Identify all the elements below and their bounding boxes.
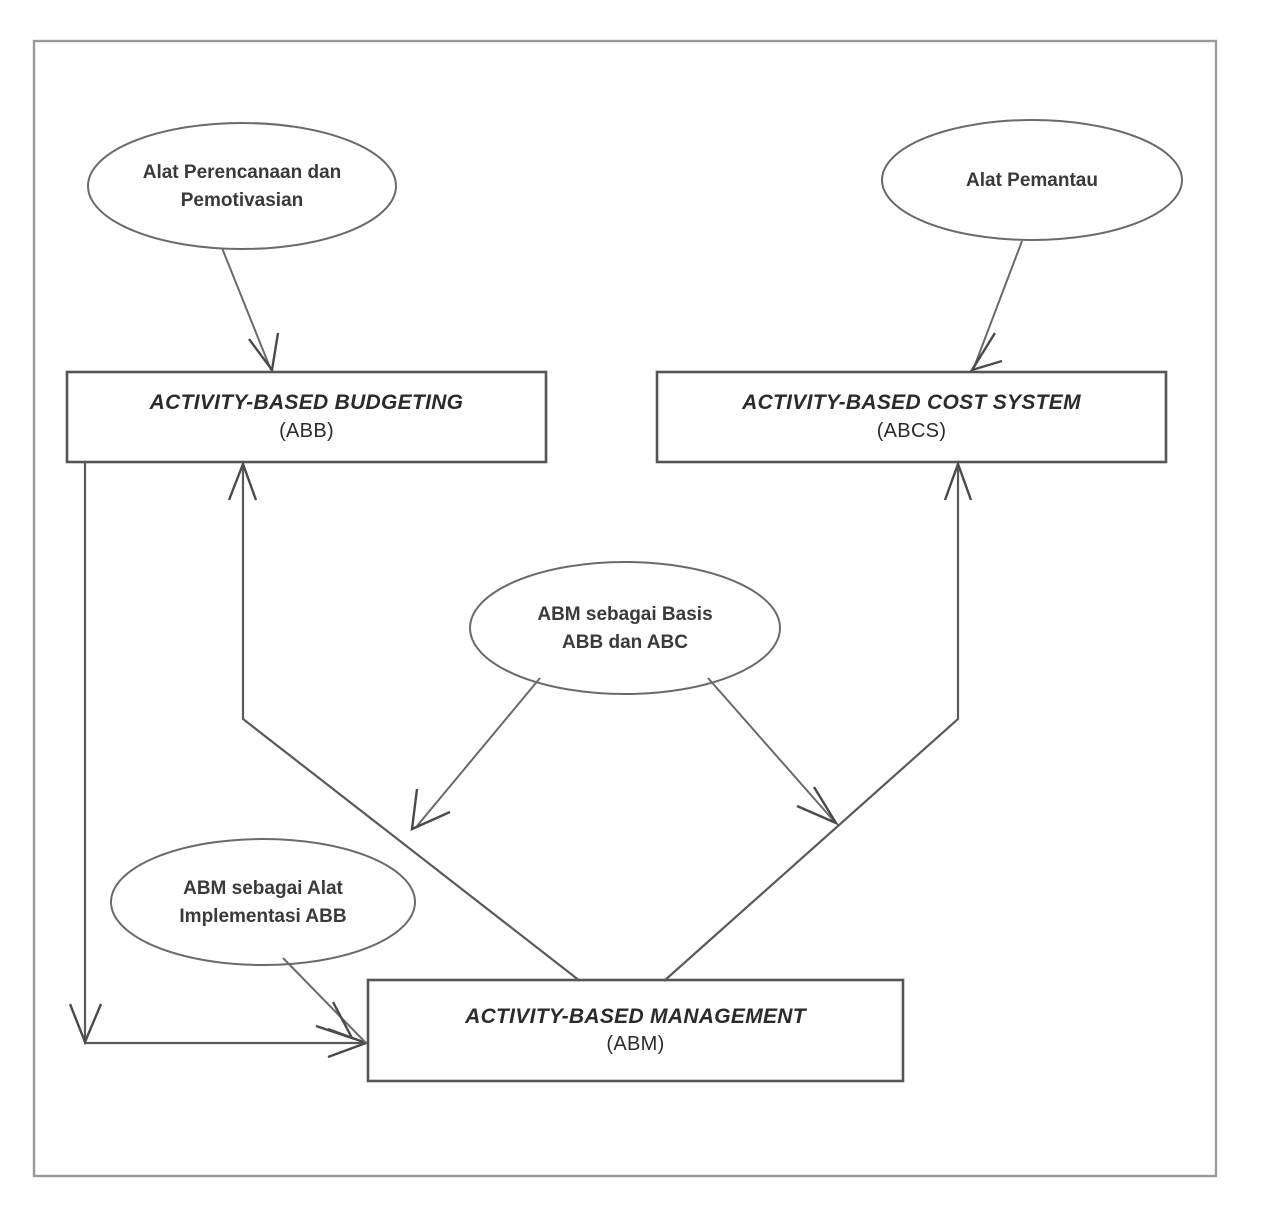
arrowhead-basis-to-right — [796, 786, 840, 826]
ellipse-alat-perencanaan — [87, 122, 397, 250]
connector-pemantau-to-abcs — [972, 240, 1023, 371]
arrowhead-pemantau-to-abcs — [969, 332, 1003, 373]
arrowhead-implementasi-to-abm — [315, 1001, 355, 1041]
ellipse-abm-basis — [469, 561, 781, 695]
ellipse-alat-pemantau — [881, 119, 1183, 241]
connector-basis-to-right — [707, 677, 834, 821]
arrowhead-perencanaan-to-abb — [248, 332, 280, 373]
connector-basis-to-left — [416, 677, 541, 827]
connector-abm-to-abb — [241, 468, 581, 982]
box-activity-based-cost-system — [655, 370, 1168, 464]
ellipse-abm-implementasi — [110, 838, 416, 966]
connector-implementasi-to-abm — [282, 957, 367, 1044]
arrowhead-abm-to-abcs — [943, 460, 973, 501]
arrowhead-abb-to-abm-down — [68, 1003, 103, 1046]
arrowhead-abm-to-abb — [227, 460, 258, 501]
connector-abm-to-abcs — [663, 468, 960, 982]
box-activity-based-budgeting — [65, 370, 548, 464]
connector-perencanaan-to-abb — [221, 247, 272, 371]
box-activity-based-management — [366, 978, 905, 1083]
arrowhead-basis-to-left — [410, 788, 451, 831]
